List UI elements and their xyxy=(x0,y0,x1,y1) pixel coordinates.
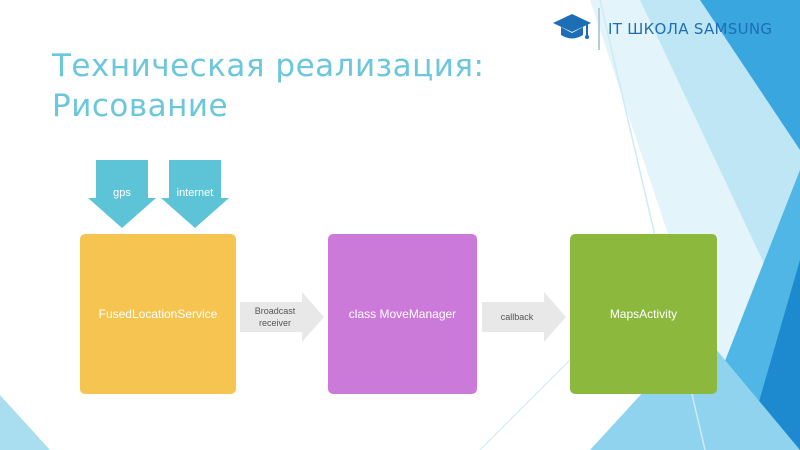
link-arrow-broadcast-receiver: Broadcast receiver xyxy=(240,292,324,342)
input-label-gps: gps xyxy=(113,187,131,199)
link-arrow-callback: callback xyxy=(482,292,566,342)
graduation-cap-icon xyxy=(553,14,591,39)
input-label-internet: internet xyxy=(176,187,214,199)
input-arrow-internet: internet xyxy=(161,160,229,228)
brand-logo: IT ШКОЛА SAMSUNG xyxy=(552,6,792,52)
logo-divider xyxy=(598,8,600,50)
logo-text: IT ШКОЛА SAMSUNG xyxy=(608,20,773,38)
node-fused-location-service: FusedLocationService xyxy=(80,234,236,394)
node-class-move-manager: class MoveManager xyxy=(328,234,477,394)
node-label: MapsActivity xyxy=(609,307,678,321)
node-label: class MoveManager xyxy=(348,307,457,321)
node-label: FusedLocationService xyxy=(98,307,218,321)
node-maps-activity: MapsActivity xyxy=(570,234,717,394)
right-arrow-icon xyxy=(240,292,324,342)
down-arrow-icon xyxy=(88,160,156,228)
link-label: callback xyxy=(500,312,534,322)
title-line-1: Техническая реализация: xyxy=(52,48,485,84)
title-line-2: Рисование xyxy=(52,88,229,124)
slide-title: Техническая реализация: Рисование xyxy=(52,46,484,126)
input-arrow-gps: gps xyxy=(88,160,156,228)
down-arrow-icon xyxy=(161,160,229,228)
right-arrow-icon xyxy=(482,292,566,342)
link-label: Broadcast receiver xyxy=(254,306,296,328)
